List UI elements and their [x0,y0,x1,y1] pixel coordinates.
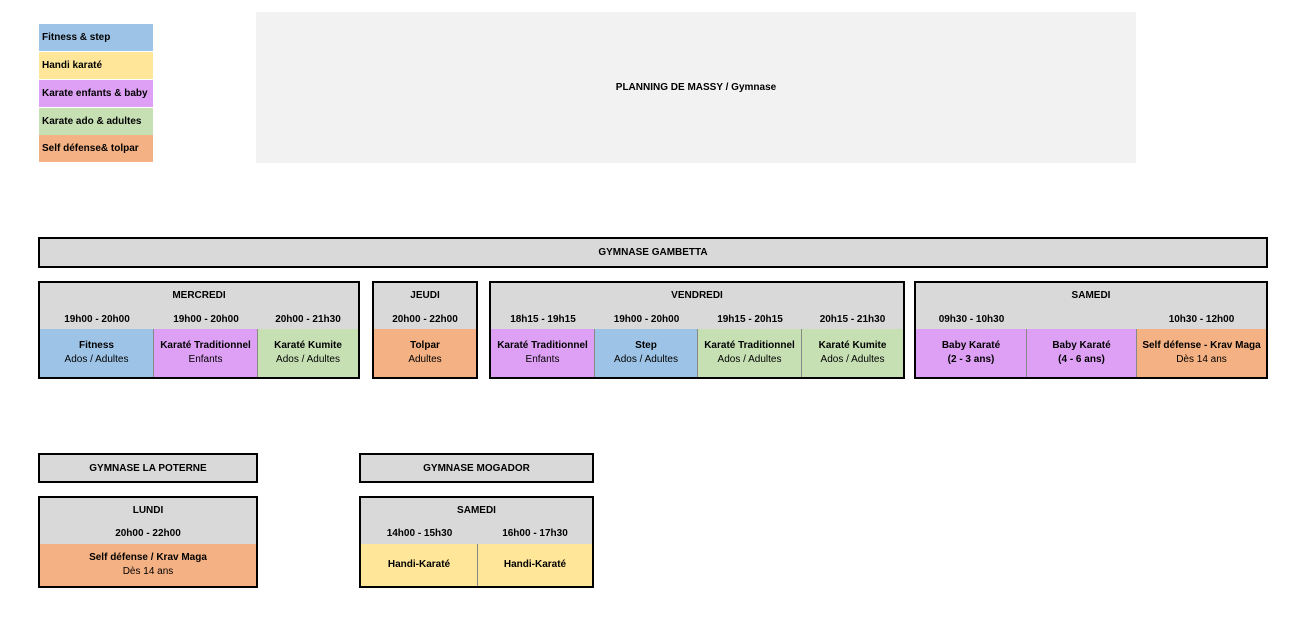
page-title: PLANNING DE MASSY / Gymnase [615,82,777,93]
mogador-samedi: SAMEDI 14h00 - 15h30 16h00 - 17h30 Handi… [359,496,594,588]
day-name: SAMEDI [1071,290,1111,301]
class-name: Fitness [78,340,114,351]
class-cell: Karaté Kumite Ados / Adultes [258,329,358,377]
title-panel: PLANNING DE MASSY / Gymnase [256,12,1136,163]
class-audience: Dès 14 ans [122,566,174,577]
slot-time: 10h30 - 12h00 [1168,314,1235,325]
class-name: Karaté Traditionnel [497,340,588,351]
class-cell: Handi-Karaté [478,544,592,586]
slot-time: 20h00 - 22h00 [115,528,181,539]
class-audience: Enfants [525,354,560,365]
class-name: Karaté Kumite [274,340,342,351]
slot-time: 20h00 - 21h30 [275,314,341,325]
legend-fitness: Fitness & step [39,24,153,51]
class-name: Handi-Karaté [503,559,567,570]
day-name: VENDREDI [671,290,723,301]
class-name: Step [635,340,657,351]
class-cell: Self défense / Krav Maga Dès 14 ans [40,544,256,586]
class-name: Self défense / Krav Maga [89,552,207,563]
gambetta-header: GYMNASE GAMBETTA [38,237,1268,268]
class-audience: Adultes [408,354,442,365]
class-name: Karaté Kumite [818,340,887,351]
slot-time: 16h00 - 17h30 [502,528,568,539]
class-name: Karaté Traditionnel [160,340,251,351]
class-name: Self défense - Krav Maga [1142,340,1261,351]
class-cell: Fitness Ados / Adultes [40,329,154,377]
class-cell: Self défense - Krav Maga Dès 14 ans [1137,329,1266,377]
class-cell: Baby Karaté (4 - 6 ans) [1027,329,1137,377]
slot-time: 19h00 - 20h00 [173,314,239,325]
class-audience: Ados / Adultes [717,354,782,365]
class-cell: Karaté Traditionnel Enfants [154,329,258,377]
mogador-header: GYMNASE MOGADOR [359,453,594,483]
legend-ado: Karate ado & adultes [39,108,153,135]
day-name: MERCREDI [172,290,226,301]
class-audience: Enfants [188,354,223,365]
slot-time: 14h00 - 15h30 [386,528,453,539]
class-audience: Ados / Adultes [64,354,129,365]
slot-time: 18h15 - 19h15 [510,314,576,325]
day-name: JEUDI [410,290,440,301]
class-name: Handi-Karaté [387,559,451,570]
slot-time: 20h00 - 22h00 [392,314,458,325]
class-cell: Karaté Traditionnel Enfants [491,329,595,377]
slot-time: 19h15 - 20h15 [717,314,783,325]
class-name: Baby Karaté [1052,340,1111,351]
gambetta-vendredi: VENDREDI 18h15 - 19h15 19h00 - 20h00 19h… [489,281,905,379]
poterne-header: GYMNASE LA POTERNE [38,453,258,483]
day-name: LUNDI [132,505,164,516]
legend-handi: Handi karaté [39,52,153,79]
slot-time: 19h00 - 20h00 [613,314,680,325]
gambetta-samedi: SAMEDI 09h30 - 10h30 10h30 - 12h00 Baby … [914,281,1268,379]
slot-time: 20h15 - 21h30 [819,314,886,325]
class-audience: Ados / Adultes [820,354,885,365]
class-cell: Tolpar Adultes [374,329,476,377]
slot-time: 09h30 - 10h30 [938,314,1005,325]
day-name: SAMEDI [457,505,496,516]
class-cell: Step Ados / Adultes [595,329,698,377]
class-cell: Handi-Karaté [361,544,478,586]
legend-self: Self défense& tolpar [39,135,153,162]
class-audience: Ados / Adultes [614,354,678,365]
slot-time: 19h00 - 20h00 [64,314,130,325]
poterne-lundi: LUNDI 20h00 - 22h00 Self défense / Krav … [38,496,258,588]
class-cell: Karaté Kumite Ados / Adultes [802,329,903,377]
class-audience: (4 - 6 ans) [1058,354,1105,365]
gambetta-jeudi: JEUDI 20h00 - 22h00 Tolpar Adultes [372,281,478,379]
class-audience: (2 - 3 ans) [947,354,995,365]
gambetta-mercredi: MERCREDI 19h00 - 20h00 19h00 - 20h00 20h… [38,281,360,379]
class-audience: Dès 14 ans [1176,354,1227,365]
class-name: Tolpar [410,340,440,351]
class-name: Karaté Traditionnel [704,340,795,351]
class-name: Baby Karaté [941,340,1001,351]
class-cell: Baby Karaté (2 - 3 ans) [916,329,1027,377]
legend-enfants: Karate enfants & baby [39,80,153,107]
class-cell: Karaté Traditionnel Ados / Adultes [698,329,802,377]
class-audience: Ados / Adultes [276,354,340,365]
